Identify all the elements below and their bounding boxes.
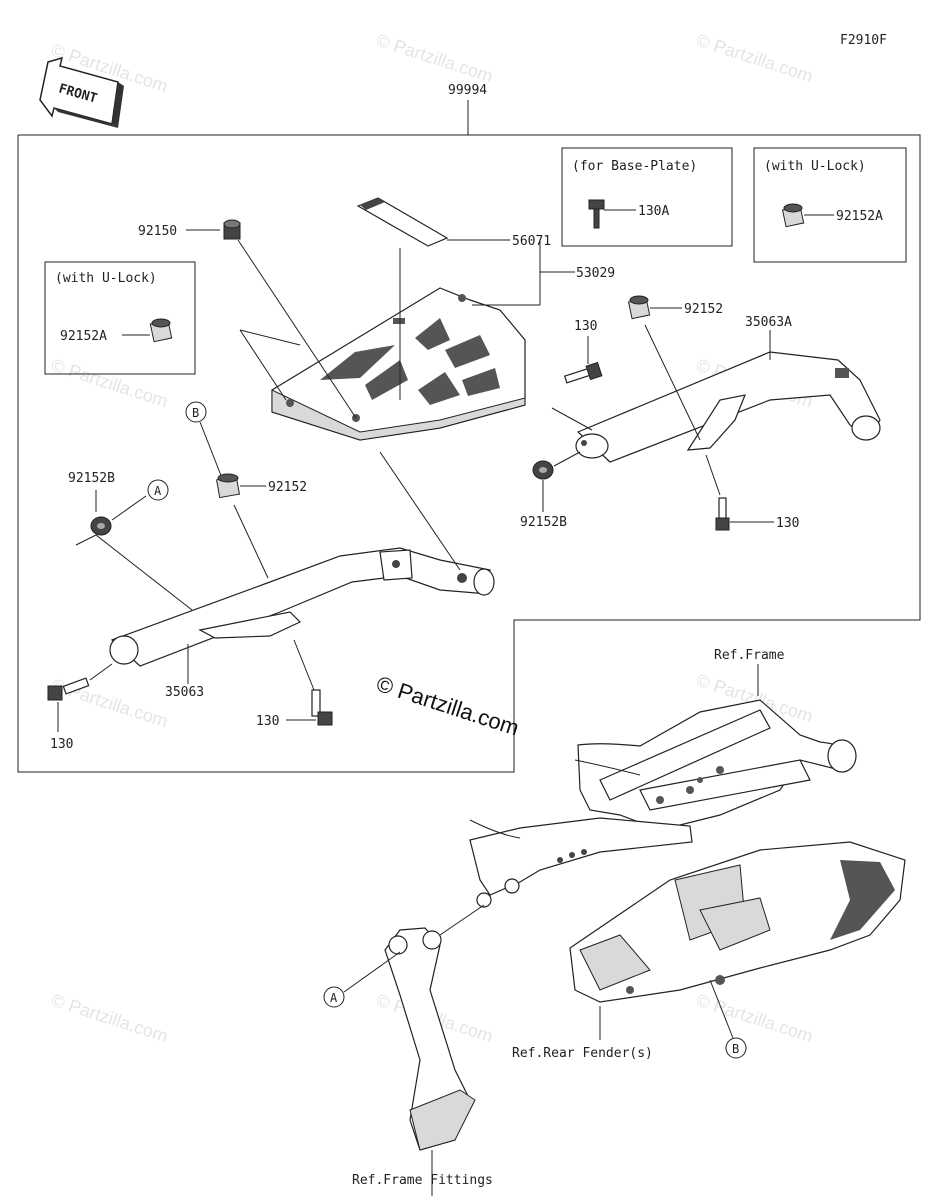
collar-icon bbox=[627, 295, 651, 320]
collar-icon bbox=[90, 516, 112, 536]
part-130: 130 bbox=[256, 714, 279, 729]
copyright-text: © Partzilla.com bbox=[373, 671, 522, 741]
note-u-lock-label: (with U-Lock) bbox=[764, 159, 866, 174]
collar-icon bbox=[216, 473, 240, 499]
leader-a-fittings bbox=[343, 951, 401, 993]
note-base-plate-label: (for Base-Plate) bbox=[572, 159, 697, 174]
part-92152A: 92152A bbox=[60, 329, 107, 344]
part-53029: 53029 bbox=[576, 266, 615, 281]
frame-assembly bbox=[469, 699, 857, 908]
note-u-lock-right: (with U-Lock) 92152A bbox=[753, 147, 907, 263]
callout-a-label: A bbox=[154, 484, 162, 498]
watermark: © Partzilla.com bbox=[374, 30, 496, 87]
leader-b bbox=[199, 421, 223, 479]
leader-92152-bracket bbox=[644, 324, 701, 441]
part-130: 130 bbox=[776, 516, 799, 531]
ref-frame-label: Ref.Frame bbox=[714, 648, 785, 663]
part-35063: 35063 bbox=[165, 685, 204, 700]
callout-b-label: B bbox=[192, 406, 199, 420]
watermark: © Partzilla.com bbox=[694, 990, 816, 1047]
collar-icon bbox=[149, 318, 173, 343]
leader-plate-left-2 bbox=[239, 329, 287, 401]
collar-icon bbox=[781, 203, 805, 228]
callout-b-label: B bbox=[732, 1042, 739, 1056]
watermark: © Partzilla.com bbox=[49, 990, 171, 1047]
watermark: © Partzilla.com bbox=[49, 675, 171, 732]
callout-a: A bbox=[323, 986, 345, 1008]
callout-a: A bbox=[147, 479, 169, 501]
part-99994: 99994 bbox=[448, 83, 487, 98]
copyright-center: © Partzilla.com bbox=[373, 671, 522, 741]
part-92152B: 92152B bbox=[68, 471, 115, 486]
watermark: © Partzilla.com bbox=[49, 355, 171, 412]
left-bracket bbox=[109, 547, 495, 667]
diagram-code: F2910F bbox=[840, 33, 887, 48]
leader-collar-bracket bbox=[75, 534, 193, 611]
leader-bolt-lower-right bbox=[705, 454, 721, 496]
callout-a-label: A bbox=[330, 991, 338, 1005]
leader-plate-bracket bbox=[379, 451, 461, 571]
leader-fittings-frame bbox=[439, 904, 485, 936]
rear-fender bbox=[569, 841, 906, 1003]
front-arrow-icon: FRONT bbox=[39, 56, 124, 128]
part-92152A: 92152A bbox=[836, 209, 883, 224]
part-92152: 92152 bbox=[268, 480, 307, 495]
right-bracket bbox=[575, 351, 881, 463]
leader-plate-left bbox=[239, 329, 301, 346]
leader-bolt-left bbox=[89, 663, 113, 681]
bolt-icon bbox=[311, 689, 333, 726]
rack-plate bbox=[271, 287, 526, 441]
callout-b: B bbox=[725, 1037, 747, 1059]
leader-92152-left-bracket bbox=[233, 504, 269, 579]
note-u-lock-label: (with U-Lock) bbox=[55, 271, 157, 286]
leader-a-left bbox=[111, 495, 147, 521]
watermark: © Partzilla.com bbox=[694, 30, 816, 87]
leader-b-fender bbox=[709, 979, 734, 1039]
callout-b: B bbox=[185, 401, 207, 423]
leader-92152B-right bbox=[553, 451, 581, 467]
frame-fittings bbox=[384, 927, 476, 1151]
part-130: 130 bbox=[50, 737, 73, 752]
bolt-icon bbox=[47, 677, 90, 701]
note-u-lock-left: (with U-Lock) 92152A bbox=[44, 261, 196, 375]
ref-frame-fittings-label: Ref.Frame Fittings bbox=[352, 1173, 493, 1188]
part-130: 130 bbox=[574, 319, 597, 334]
leader-92150-plate bbox=[237, 239, 357, 419]
bolt-icon bbox=[563, 361, 603, 384]
ref-rear-fender-label: Ref.Rear Fender(s) bbox=[512, 1046, 653, 1061]
sticker: 56071 53029 bbox=[356, 197, 615, 400]
bolt-icon bbox=[715, 497, 730, 531]
note-base-plate: (for Base-Plate) 130A bbox=[561, 147, 733, 247]
part-92152: 92152 bbox=[684, 302, 723, 317]
bolt-icon bbox=[588, 199, 605, 229]
part-92152B: 92152B bbox=[520, 515, 567, 530]
collar-icon bbox=[532, 460, 554, 480]
collar-icon bbox=[223, 219, 241, 240]
leader-bolt-bracket bbox=[551, 407, 593, 431]
part-56071: 56071 bbox=[512, 234, 551, 249]
part-92150: 92150 bbox=[138, 224, 177, 239]
kit-outline bbox=[17, 134, 921, 773]
part-35063A: 35063A bbox=[745, 315, 792, 330]
leader-bolt-center bbox=[293, 639, 315, 691]
part-130A: 130A bbox=[638, 204, 669, 219]
